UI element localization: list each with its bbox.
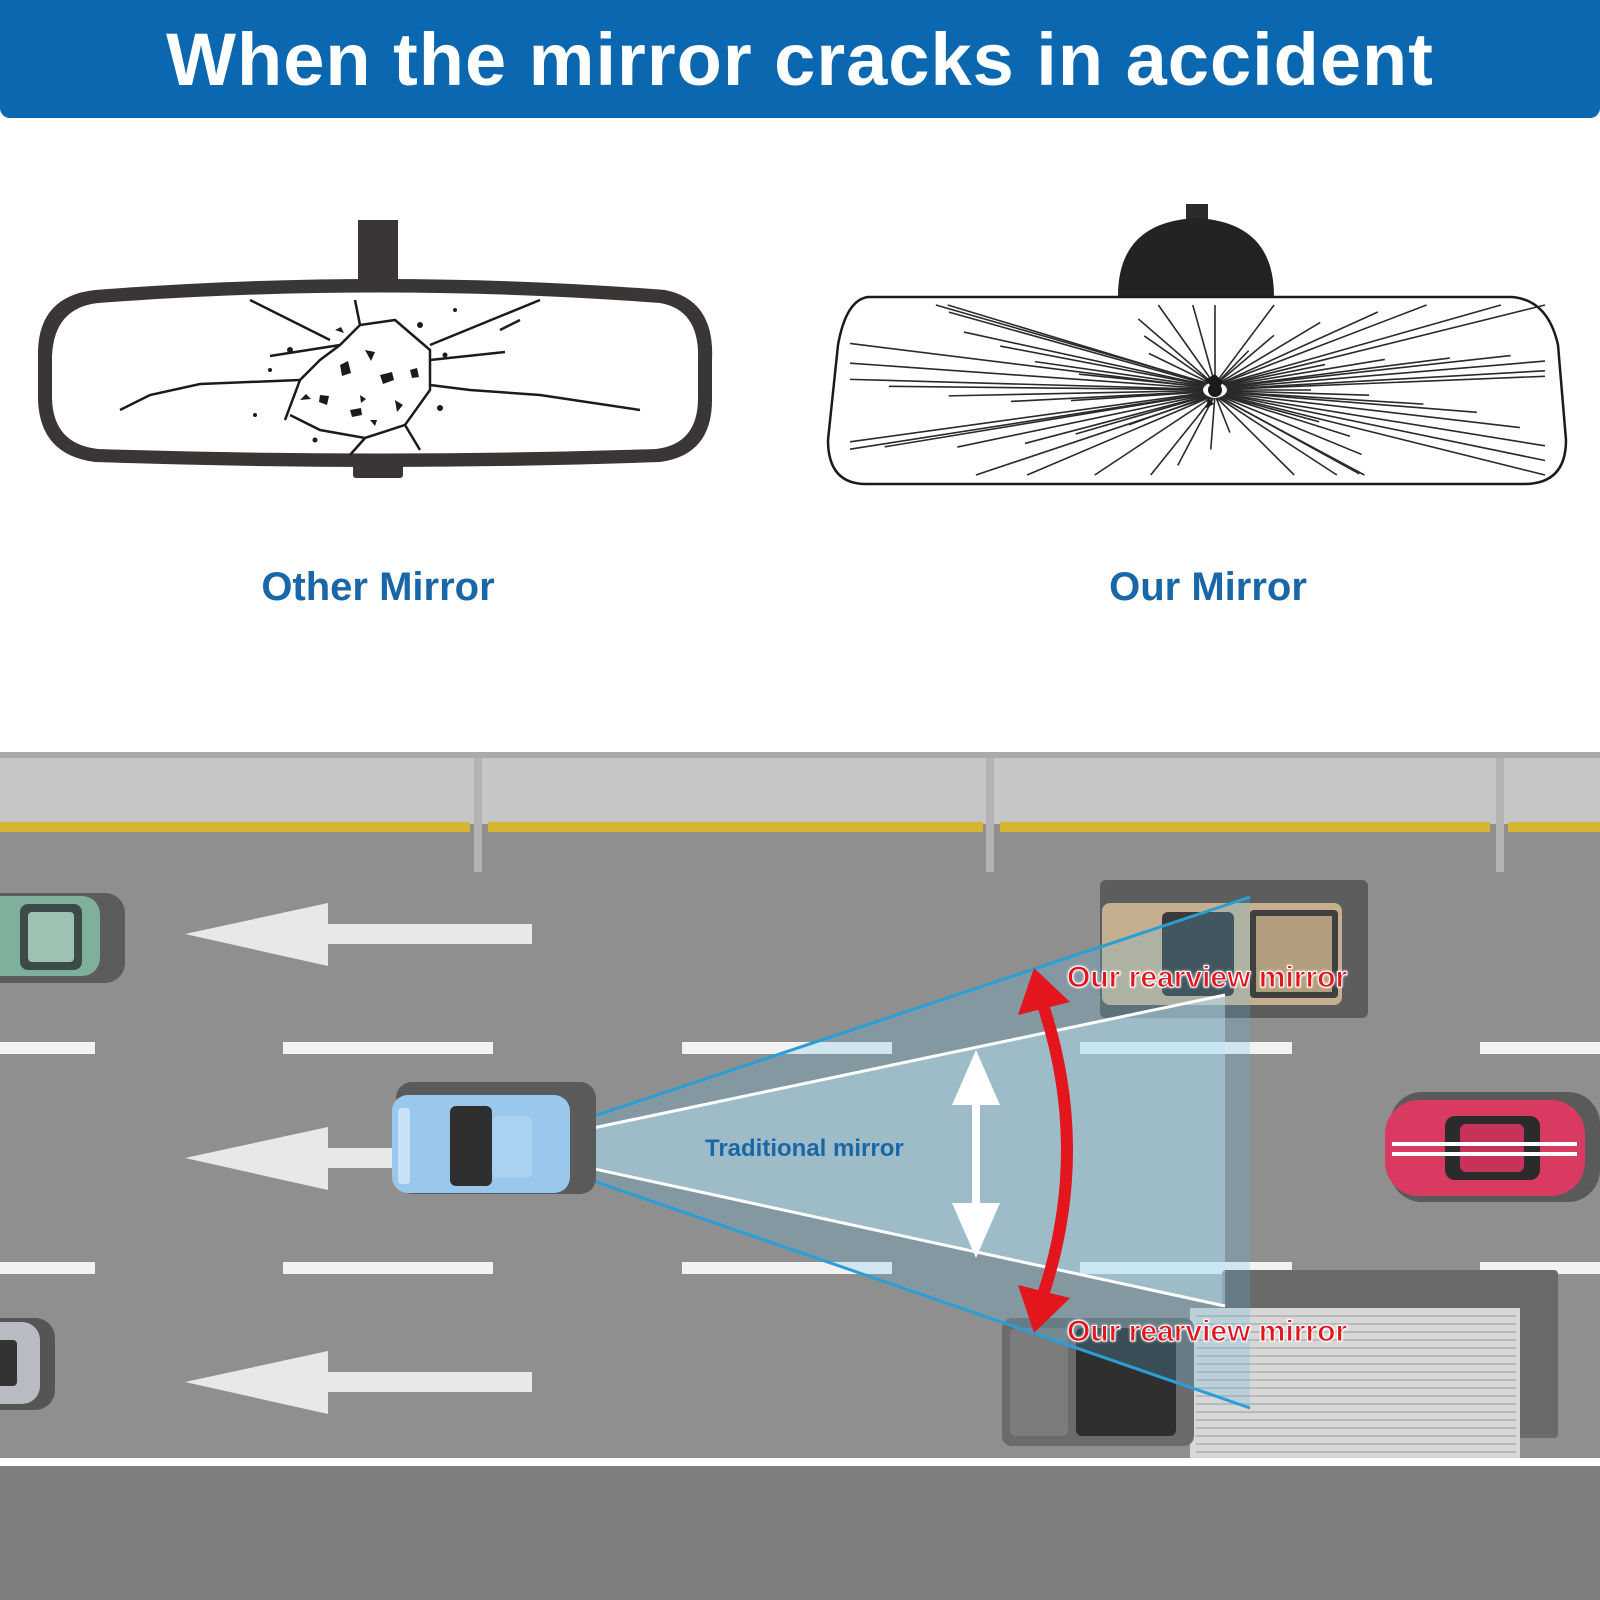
- crack-line: [1223, 304, 1546, 386]
- road: [0, 752, 1600, 1600]
- crack-line: [1226, 370, 1546, 390]
- crack-line: [1220, 311, 1379, 384]
- crack-line: [1150, 397, 1214, 476]
- crack-line: [1224, 363, 1326, 386]
- crack-line: [1224, 393, 1546, 462]
- crack-line: [1024, 394, 1207, 445]
- crack-line: [849, 392, 1205, 450]
- shatter-pattern: [119, 298, 641, 456]
- crack-line: [1034, 360, 1205, 387]
- crack-line: [1078, 373, 1204, 388]
- traditional-mirror-label: Traditional mirror: [705, 1135, 904, 1162]
- crack-line: [1226, 391, 1477, 414]
- crack-line: [935, 304, 1209, 385]
- title-banner: When the mirror cracks in accident: [0, 0, 1600, 118]
- crack-line: [1148, 352, 1210, 384]
- crack-line: [1221, 304, 1427, 385]
- crack-line: [1226, 360, 1546, 389]
- mirror-glass: [52, 292, 699, 454]
- crack-line: [1219, 321, 1321, 384]
- crack-line: [1215, 304, 1275, 383]
- crack-line: [1217, 350, 1250, 383]
- wide-view-cone: [497, 895, 1251, 1410]
- crack-line: [1226, 391, 1424, 405]
- blue-car: [392, 1082, 596, 1194]
- crack-line: [1224, 358, 1385, 387]
- crack-line: [1075, 395, 1208, 435]
- crack-line: [1217, 397, 1338, 476]
- crack-line: [1225, 392, 1520, 429]
- crack-line: [948, 311, 1207, 386]
- crack-line: [1225, 393, 1546, 447]
- crack-line: [1226, 390, 1370, 396]
- crack-line: [849, 392, 1204, 443]
- crack-line: [1094, 396, 1212, 476]
- crack-line: [1222, 395, 1320, 423]
- our-rearview-label-top: Our rearview mirror: [1066, 961, 1348, 995]
- crack-line: [849, 342, 1204, 389]
- lane-direction-arrows: [185, 903, 532, 1414]
- green-car: [0, 893, 125, 983]
- crack-line: [1157, 304, 1214, 383]
- crack-line: [1177, 397, 1215, 466]
- radial-cracks: [849, 304, 1546, 476]
- crack-line: [1223, 394, 1546, 476]
- crack-line: [957, 394, 1206, 448]
- arrow-left-icon: [185, 1351, 532, 1414]
- crack-line: [1143, 335, 1212, 384]
- traditional-range-arrow: [952, 1050, 1000, 1258]
- arrow-left-icon: [185, 1127, 532, 1190]
- other-mirror-label: Other Mirror: [261, 565, 495, 609]
- crack-line: [1222, 395, 1351, 438]
- crack-line: [849, 362, 1204, 390]
- crack-line: [1222, 304, 1502, 385]
- crack-line: [948, 389, 1204, 397]
- box-truck: [1002, 1270, 1558, 1458]
- page-title: When the mirror cracks in accident: [166, 17, 1434, 101]
- lane-dashes: [0, 1042, 1600, 1274]
- mirror-mount-arm: [358, 220, 398, 282]
- our-rearview-label-bottom: Our rearview mirror: [1066, 1315, 1348, 1349]
- road-shoulder: [0, 752, 1600, 824]
- crack-line: [849, 378, 1204, 391]
- crack-line: [1010, 390, 1204, 403]
- crack-line: [1217, 334, 1275, 383]
- road-edge-line: [0, 1458, 1600, 1466]
- crack-line: [1226, 375, 1546, 391]
- tan-pickup: [1100, 880, 1368, 1018]
- guardrail-posts: [0, 752, 1600, 872]
- shatter-fragments: [253, 308, 457, 443]
- pink-car: [1385, 1092, 1600, 1202]
- wide-range-arrow: [1018, 968, 1073, 1333]
- grey-car: [0, 1318, 55, 1410]
- crack-line: [1219, 396, 1365, 476]
- arrow-left-icon: [185, 903, 532, 966]
- crack-line: [1026, 396, 1211, 476]
- crack-line: [1209, 397, 1216, 450]
- crack-line: [1215, 397, 1231, 433]
- narrow-view-cone: [497, 993, 1226, 1308]
- crack-line: [888, 385, 1204, 391]
- crack-line: [1225, 357, 1450, 388]
- our-mirror: [826, 204, 1568, 486]
- yellow-center-line: [0, 822, 1600, 832]
- crack-line: [1191, 304, 1216, 383]
- crack-line: [884, 393, 1205, 448]
- our-mirror-label: Our Mirror: [1109, 565, 1307, 609]
- crack-line: [1225, 354, 1511, 388]
- other-mirror: [38, 220, 713, 478]
- crack-line: [963, 331, 1206, 386]
- crack-line: [1221, 395, 1362, 456]
- suction-cup: [1118, 218, 1274, 296]
- crack-line: [1137, 318, 1213, 383]
- crack-line: [1216, 397, 1295, 476]
- crack-line: [1128, 395, 1209, 426]
- crack-line: [1000, 345, 1206, 387]
- crack-center: [1205, 374, 1223, 408]
